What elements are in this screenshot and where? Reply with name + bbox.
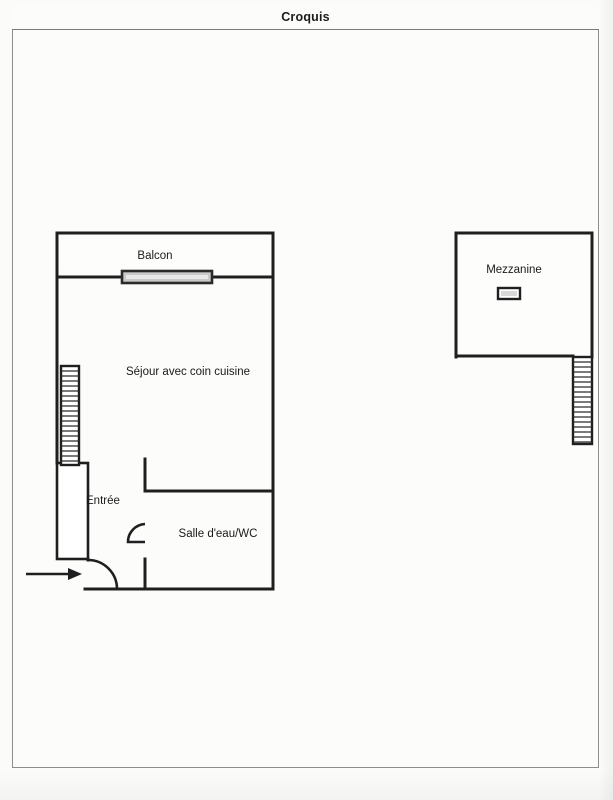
room-label-sejour: Séjour avec coin cuisine [126, 366, 250, 378]
entrance-door [86, 557, 119, 590]
main-apartment-unit: Balcon Séjour avec coin cuisine Entrée S… [26, 231, 275, 591]
main-staircase [59, 364, 81, 467]
scanned-paper-sheet [12, 5, 599, 768]
room-label-salle-deau-wc: Salle d'eau/WC [179, 528, 258, 540]
mezzanine-staircase [571, 355, 594, 446]
sejour-outline [55, 275, 275, 591]
mezzanine-outline [454, 231, 594, 359]
balcon-outline [55, 231, 275, 280]
balcony-window [120, 269, 214, 285]
document-title-bar: Croquis [12, 5, 599, 30]
mezzanine-window [496, 286, 522, 301]
wc-door [126, 522, 146, 544]
entree-closet [55, 461, 90, 561]
page-title: Croquis [281, 10, 330, 24]
room-label-balcon: Balcon [137, 250, 172, 262]
balcon-room-area [57, 232, 273, 270]
room-label-mezzanine: Mezzanine [486, 264, 542, 276]
mezzanine-unit: Mezzanine [454, 231, 594, 446]
entrance-arrow [26, 568, 82, 580]
room-label-entree: Entrée [86, 495, 120, 507]
